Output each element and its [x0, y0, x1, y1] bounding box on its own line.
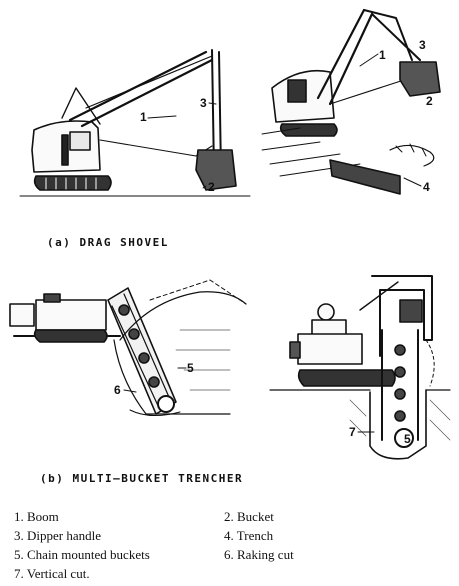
trencher-right-tower: [371, 275, 433, 357]
legend-item-boom: 1. Boom: [14, 509, 59, 524]
shovel-right-trench: [329, 159, 401, 195]
trencher-right-vertical-cut: [369, 389, 427, 460]
trencher-right-bucket-chain: [381, 329, 419, 448]
shovel-left-cab-door: [61, 134, 69, 166]
shovel-left-track: [33, 175, 112, 191]
callout-dipper-left: 3: [200, 96, 207, 110]
trencher-left-engine: [9, 303, 35, 327]
callout-raking-left: 6: [114, 383, 121, 397]
trencher-left: [9, 279, 247, 416]
caption-drag-shovel: (a) DRAG SHOVEL: [47, 236, 169, 249]
legend-item-trench: 4. Trench: [224, 528, 274, 543]
callout-trench-right: 4: [423, 180, 430, 194]
shovel-right-track: [279, 123, 338, 137]
legend-item-chain-mounted-buckets: 5. Chain mounted buckets: [14, 547, 150, 562]
callout-buckets-right: 5: [404, 432, 411, 446]
drag-shovel-right: [261, 8, 441, 195]
trencher-left-bucket-chain: [107, 287, 177, 415]
shovel-right-dipper-handle: [363, 9, 421, 61]
legend-item-vertical-cut: 7. Vertical cut.: [14, 566, 90, 581]
callout-boom-right: 1: [379, 48, 386, 62]
callout-bucket-left: 2: [208, 180, 215, 194]
callout-bucket-right: 2: [426, 94, 433, 108]
trencher-right: [269, 275, 451, 460]
trencher-left-track: [33, 329, 108, 343]
trencher-right-operator: [317, 303, 335, 321]
shovel-right-boom: [316, 8, 374, 106]
shovel-right-bucket: [399, 61, 441, 97]
callout-vertical-right: 7: [349, 425, 356, 439]
trencher-right-track: [297, 369, 396, 387]
legend-item-raking-cut: 6. Raking cut: [224, 547, 294, 562]
caption-multi-bucket-trencher: (b) MULTI—BUCKET TRENCHER: [40, 472, 244, 485]
drag-shovel-left: [19, 49, 251, 197]
callout-dipper-right: 3: [419, 38, 426, 52]
legend-item-dipper-handle: 3. Dipper handle: [14, 528, 102, 543]
trencher-left-raking-cut: [113, 339, 231, 415]
shovel-left-cab-window: [69, 131, 91, 151]
callout-boom-left: 1: [140, 110, 147, 124]
shovel-left-bucket: [195, 149, 237, 191]
callout-buckets-left: 5: [187, 361, 194, 375]
shovel-right-cab-window: [287, 79, 307, 103]
legend-item-bucket: 2. Bucket: [224, 509, 274, 524]
